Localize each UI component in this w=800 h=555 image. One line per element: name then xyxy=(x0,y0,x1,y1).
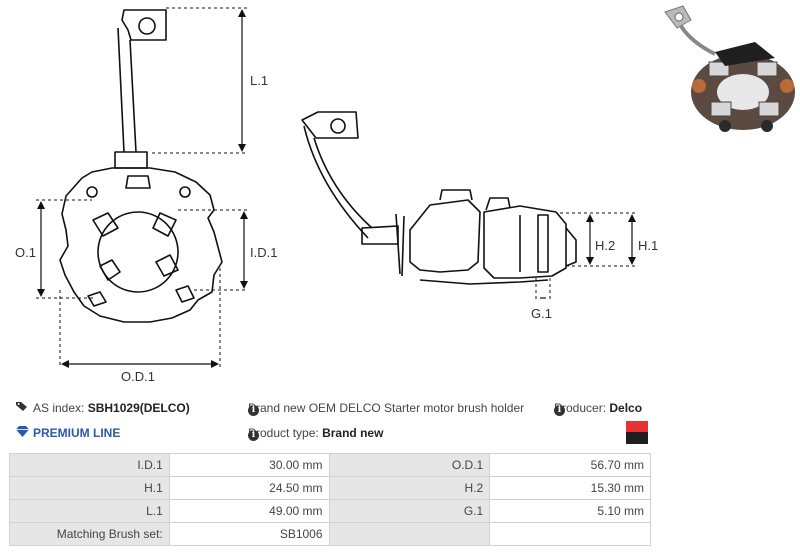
tags-icon xyxy=(16,401,29,415)
spec-key: H.2 xyxy=(328,476,491,500)
spec-value xyxy=(489,522,651,546)
product-type-label: Product type: xyxy=(248,426,319,440)
technical-drawing: L.1 O.1 I.D.1 O.D.1 H.2 H.1 G.1 xyxy=(15,7,658,384)
spec-value: 49.00 mm xyxy=(168,499,330,523)
spec-value: 30.00 mm xyxy=(168,453,330,477)
table-row: Matching Brush set: SB1006 xyxy=(9,522,651,546)
product-photo xyxy=(655,2,798,137)
table-row: I.D.1 30.00 mm O.D.1 56.70 mm xyxy=(9,453,651,477)
spec-value: SB1006 xyxy=(168,522,330,546)
info-icon: i xyxy=(554,405,565,416)
brush-holder-side-view xyxy=(301,111,577,285)
product-type-value: Brand new xyxy=(322,426,384,440)
spec-key: Matching Brush set: xyxy=(9,522,170,546)
dim-label-od1: O.D.1 xyxy=(121,369,155,384)
producer-label: Producer: xyxy=(554,401,607,415)
table-row: H.1 24.50 mm H.2 15.30 mm xyxy=(9,476,651,500)
as-index-label: AS index: xyxy=(33,401,85,415)
dim-label-l1: L.1 xyxy=(250,73,268,88)
dim-label-g1: G.1 xyxy=(531,306,552,321)
product-description: Brand new OEM DELCO Starter motor brush … xyxy=(248,401,525,415)
dim-label-o1: O.1 xyxy=(15,245,36,260)
spec-key: I.D.1 xyxy=(9,453,170,477)
info-icon: i xyxy=(248,405,259,416)
brush-holder-front-view xyxy=(59,167,223,323)
info-icon: i xyxy=(248,430,259,441)
spec-key: G.1 xyxy=(328,499,491,523)
dim-label-id1: I.D.1 xyxy=(250,245,277,260)
dim-label-h1: H.1 xyxy=(638,238,658,253)
diamond-icon xyxy=(16,426,29,440)
producer-color-swatch xyxy=(626,421,648,444)
spec-key xyxy=(328,522,491,546)
spec-value: 56.70 mm xyxy=(489,453,651,477)
as-index-value: SBH1029(DELCO) xyxy=(87,401,190,415)
terminal-tab-front xyxy=(114,9,167,169)
spec-value: 24.50 mm xyxy=(168,476,330,500)
spec-key: H.1 xyxy=(9,476,170,500)
spec-table: I.D.1 30.00 mm O.D.1 56.70 mm H.1 24.50 … xyxy=(9,453,651,546)
dim-label-h2: H.2 xyxy=(595,238,615,253)
table-row: L.1 49.00 mm G.1 5.10 mm xyxy=(9,499,651,523)
spec-key: O.D.1 xyxy=(328,453,491,477)
premium-line-badge: PREMIUM LINE xyxy=(33,426,121,440)
spec-value: 15.30 mm xyxy=(489,476,651,500)
producer-value: Delco xyxy=(609,401,643,415)
spec-value: 5.10 mm xyxy=(489,499,651,523)
spec-key: L.1 xyxy=(9,499,170,523)
